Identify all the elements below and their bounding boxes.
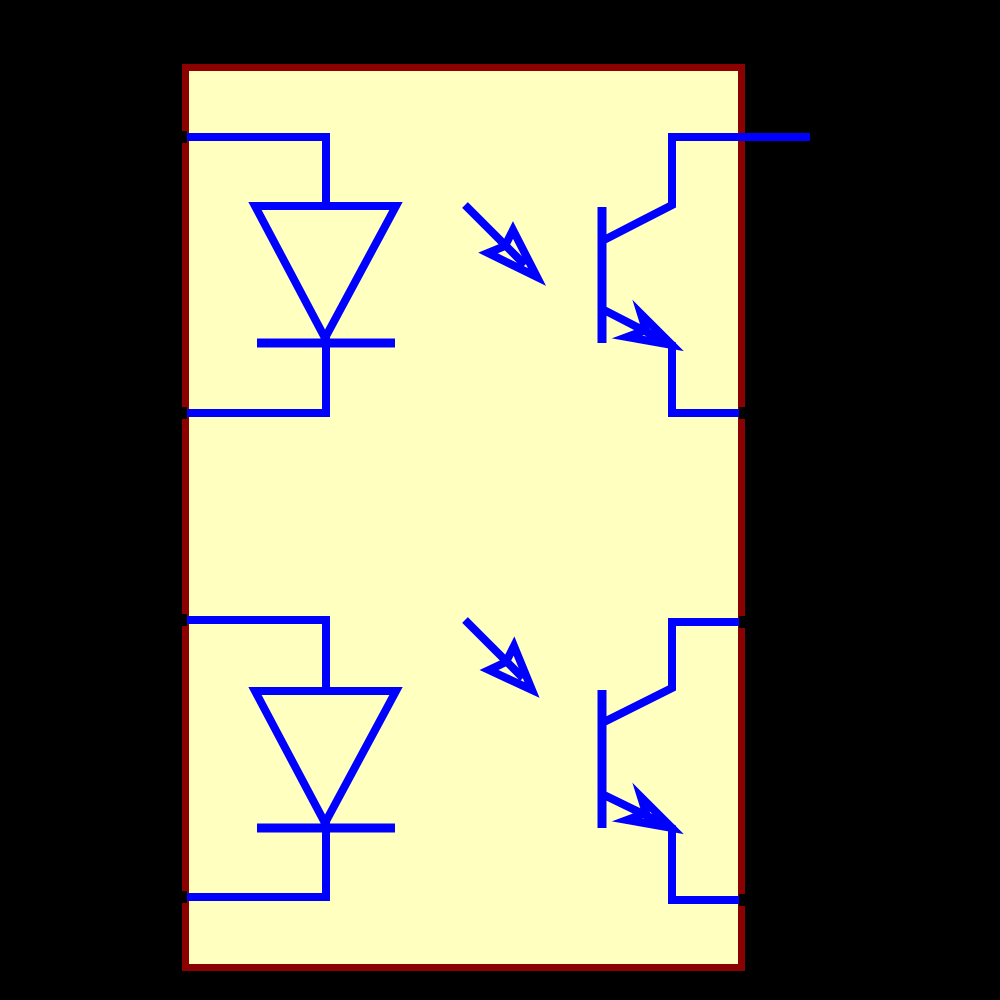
- led-cathode-wire: [187, 822, 330, 901]
- transistor-collector-wire: [602, 133, 810, 244]
- transistor-collector-wire: [602, 618, 739, 726]
- light-arrow-shaft: [462, 617, 526, 681]
- light-arrow-head: [479, 636, 540, 698]
- border-gap: [181, 614, 187, 626]
- border-gap: [181, 407, 187, 419]
- channel-2-light-arrow[interactable]: [462, 617, 540, 698]
- channel-2-led[interactable]: [187, 616, 403, 901]
- transistor-emitter-wire: [602, 791, 739, 904]
- border-gap: [181, 131, 187, 143]
- led-cathode-wire: [187, 337, 330, 417]
- channel-1-phototransistor[interactable]: [597, 133, 810, 417]
- border-gap: [739, 894, 747, 906]
- border-gap: [739, 616, 747, 628]
- transistor-emitter-wire: [602, 306, 739, 417]
- light-arrow-shaft: [462, 202, 528, 268]
- channel-2-phototransistor[interactable]: [597, 618, 739, 904]
- led-triangle: [248, 202, 403, 347]
- led-anode-wire: [187, 616, 330, 691]
- led-anode-wire: [187, 133, 330, 206]
- channel-1-light-arrow[interactable]: [462, 202, 547, 286]
- border-gap: [739, 407, 747, 419]
- light-arrow-head: [478, 221, 547, 286]
- channel-1-led[interactable]: [187, 133, 403, 417]
- transistor-emitter-arrowhead: [611, 782, 684, 835]
- led-triangle: [248, 687, 403, 832]
- border-gap: [181, 891, 187, 903]
- transistor-emitter-arrowhead: [611, 299, 684, 352]
